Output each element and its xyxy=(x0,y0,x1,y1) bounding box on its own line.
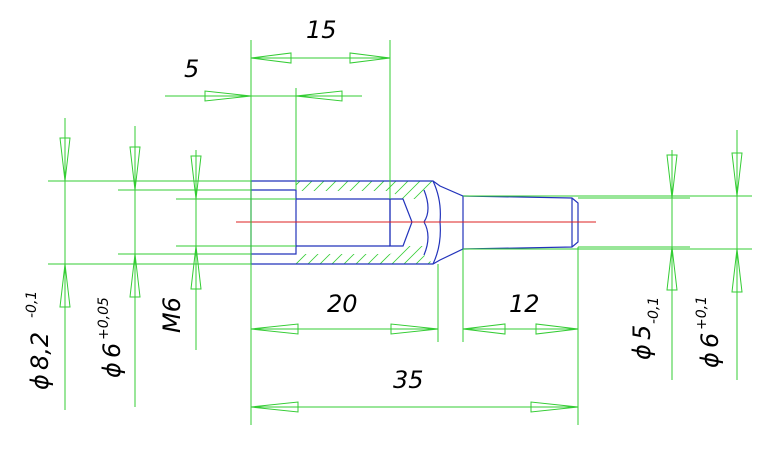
svg-text:8,2: 8,2 xyxy=(26,332,54,370)
dim-35-label: 35 xyxy=(393,366,424,394)
dim-phi6-tol005-label: ϕ 6 +0,05 xyxy=(96,297,126,378)
dim-phi5-label: ϕ 5 -0,1 xyxy=(628,297,662,360)
svg-text:ϕ: ϕ xyxy=(628,344,656,360)
dim-20-label: 20 xyxy=(327,290,358,318)
dim-15-label: 15 xyxy=(306,16,337,44)
svg-text:-0,1: -0,1 xyxy=(24,291,40,318)
svg-text:M6: M6 xyxy=(158,297,186,333)
svg-text:ϕ: ϕ xyxy=(696,352,724,368)
svg-text:6: 6 xyxy=(696,333,724,348)
part-outline xyxy=(250,180,579,265)
dim-12-label: 12 xyxy=(509,290,540,318)
svg-text:ϕ: ϕ xyxy=(26,374,54,390)
svg-text:+0,1: +0,1 xyxy=(694,296,710,330)
svg-text:+0,05: +0,05 xyxy=(96,297,112,340)
dim-phi82-label: ϕ 8,2 -0,1 xyxy=(24,291,54,390)
svg-text:5: 5 xyxy=(628,325,656,340)
dim-5-label: 5 xyxy=(184,55,199,83)
dim-phi6-tol01-label: ϕ 6 +0,1 xyxy=(694,296,724,368)
svg-text:6: 6 xyxy=(98,343,126,358)
svg-text:ϕ: ϕ xyxy=(98,362,126,378)
svg-text:-0,1: -0,1 xyxy=(646,297,662,324)
dimension-lines xyxy=(48,40,752,425)
dimension-labels: 15 5 20 12 35 ϕ 8,2 -0,1 ϕ 6 +0,05 M6 ϕ … xyxy=(24,16,724,394)
dim-m6-label: M6 xyxy=(158,297,186,333)
